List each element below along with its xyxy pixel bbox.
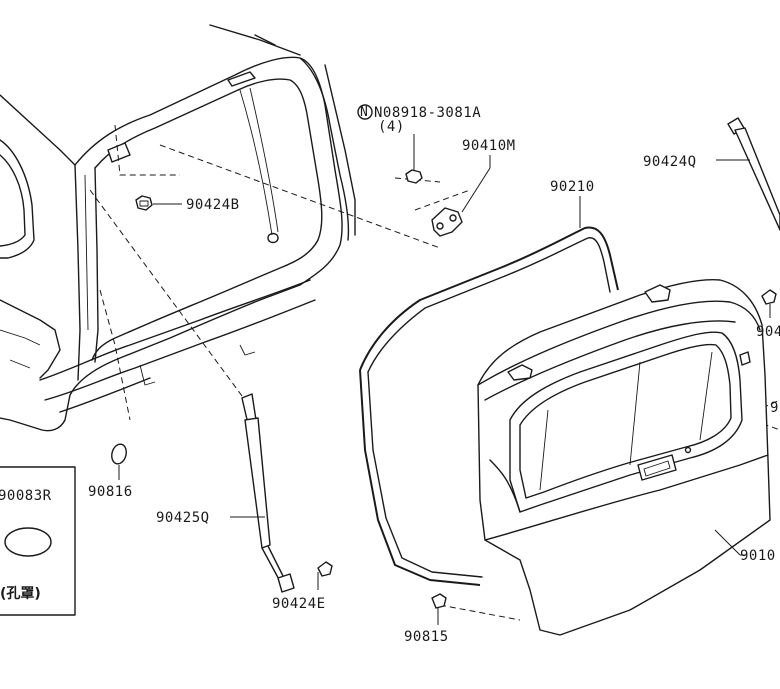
grommet-90816: 90816 bbox=[88, 443, 133, 500]
inset-part-number: 90083R bbox=[0, 488, 52, 504]
bolt-90424b: 90424B bbox=[135, 195, 240, 213]
label-9010: 9010 bbox=[740, 548, 776, 564]
back-door-panel-9010: 9010 9 bbox=[477, 278, 779, 636]
svg-text:N: N bbox=[360, 105, 368, 120]
inset-note: (孔罩) bbox=[0, 586, 41, 602]
label-90410m: 90410M bbox=[462, 138, 516, 154]
weather-seal-90210: 90210 bbox=[359, 179, 619, 586]
label-90425q: 90425Q bbox=[156, 510, 210, 526]
label-nut-spec: N08918-3081A bbox=[374, 105, 481, 121]
inset-hole-cover: 90083R (孔罩) bbox=[0, 466, 76, 616]
hinge-90410m: 90410M bbox=[431, 138, 516, 237]
label-90815: 90815 bbox=[404, 629, 449, 645]
gas-stay-90425q: 90425Q bbox=[156, 393, 295, 593]
gas-stay-90424q: 90424Q 90424 bbox=[643, 117, 780, 340]
nut-08918-3081a: N N08918-3081A (4) bbox=[357, 104, 481, 184]
label-nut-qty: (4) bbox=[378, 119, 405, 135]
bumper-90815: 90815 bbox=[404, 593, 449, 645]
label-90210: 90210 bbox=[550, 179, 595, 195]
label-clip-9: 9 bbox=[770, 400, 779, 416]
label-90424-right: 90424 bbox=[756, 324, 780, 340]
label-90816: 90816 bbox=[88, 484, 133, 500]
stay-bolt-90424e: 90424E bbox=[272, 561, 333, 612]
body-back-opening bbox=[0, 24, 356, 432]
label-90424q: 90424Q bbox=[643, 154, 697, 170]
label-90424b: 90424B bbox=[186, 197, 240, 213]
label-90424e: 90424E bbox=[272, 596, 326, 612]
